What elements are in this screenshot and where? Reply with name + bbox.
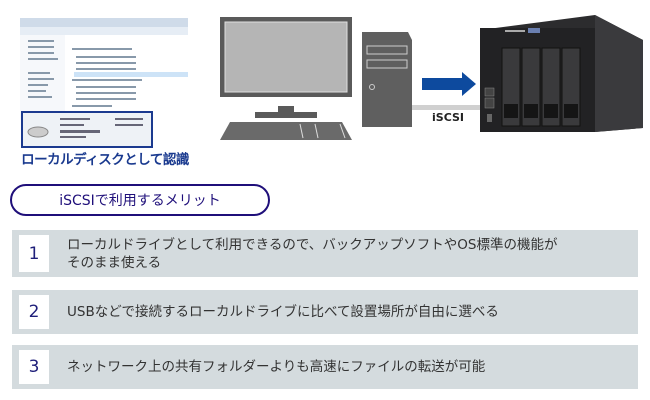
- merit-text: ネットワーク上の共有フォルダーよりも高速にファイルの転送が可能: [67, 359, 486, 375]
- arrow-right-icon: [422, 72, 476, 96]
- desktop-monitor-icon: [220, 17, 352, 118]
- merit-number: 3: [19, 350, 49, 384]
- merit-number: 1: [19, 235, 49, 272]
- merit-item: 3 ネットワーク上の共有フォルダーよりも高速にファイルの転送が可能: [12, 345, 638, 389]
- iscsi-connection-label: iSCSI: [432, 111, 464, 124]
- explorer-window-screenshot: [20, 10, 188, 148]
- merit-number: 2: [19, 295, 49, 329]
- merit-item: 2 USBなどで接続するローカルドライブに比べて設置場所が自由に選べる: [12, 290, 638, 334]
- merit-text: ローカルドライブとして利用できるので、バックアップソフトやOS標準の機能がそのま…: [67, 237, 558, 271]
- merits-heading: iSCSIで利用するメリット: [10, 184, 270, 216]
- network-cable: [412, 105, 480, 110]
- keyboard-icon: [220, 122, 352, 140]
- pc-tower-icon: [362, 32, 412, 127]
- local-disk-caption: ローカルディスクとして認識: [21, 152, 189, 168]
- iscsi-diagram: [200, 0, 650, 160]
- merit-text: USBなどで接続するローカルドライブに比べて設置場所が自由に選べる: [67, 304, 499, 320]
- merit-item: 1 ローカルドライブとして利用できるので、バックアップソフトやOS標準の機能がそ…: [12, 230, 638, 277]
- nas-device-icon: [480, 15, 643, 132]
